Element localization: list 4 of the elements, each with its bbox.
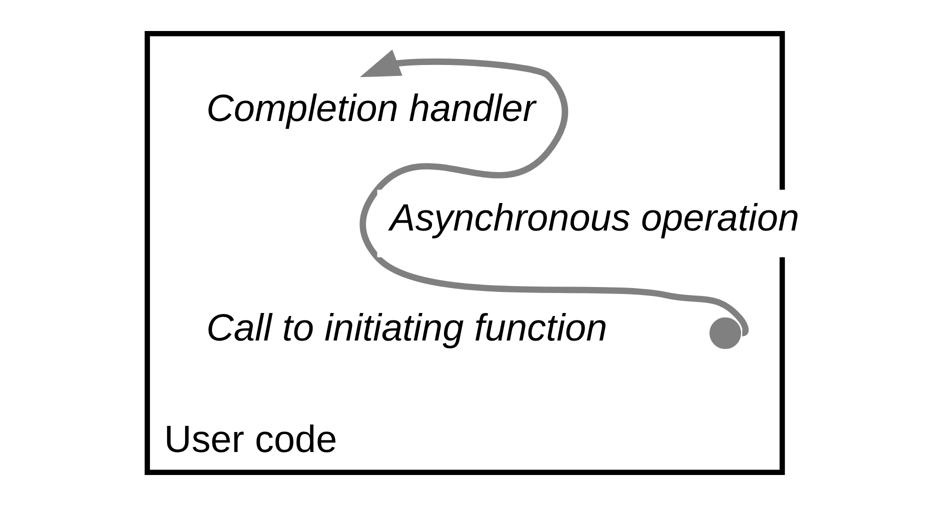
node-text: Completion handler [206, 88, 536, 130]
label: Call to initiating function [206, 307, 608, 350]
arrow [360, 50, 748, 334]
node-circle [709, 317, 742, 349]
